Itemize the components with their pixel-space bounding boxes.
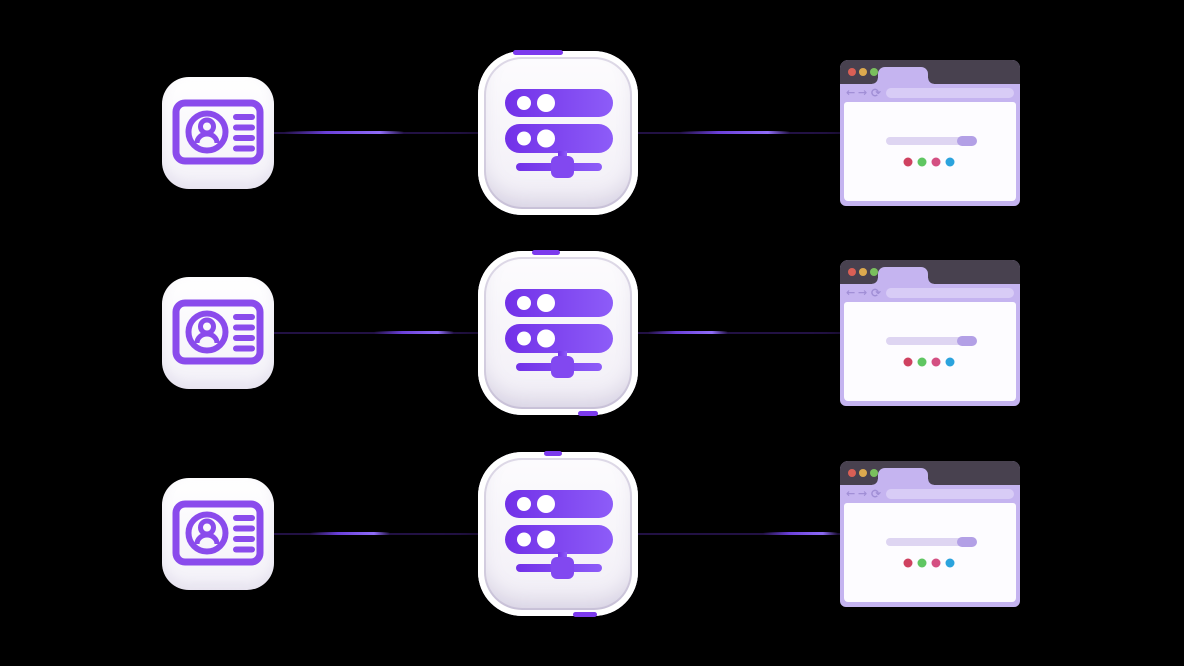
browser-toolbar: ← → ⟳ xyxy=(840,485,1020,503)
back-icon: ← xyxy=(846,487,856,500)
browser-tab xyxy=(872,267,934,284)
id-card-icon xyxy=(172,99,264,165)
flow-row-2: ← → ⟳ xyxy=(0,250,1184,416)
url-bar xyxy=(886,288,1014,298)
id-card-tile xyxy=(162,277,274,389)
link-server-to-browser xyxy=(638,331,840,334)
flow-row-3: ← → ⟳ xyxy=(0,451,1184,617)
forward-icon: → xyxy=(858,86,868,99)
data-pulse xyxy=(310,532,390,535)
border-glow-tick xyxy=(532,250,560,255)
link-card-to-server xyxy=(274,331,478,334)
forward-icon: → xyxy=(858,487,868,500)
browser-content xyxy=(844,503,1016,602)
browser-window: ← → ⟳ xyxy=(840,260,1020,406)
id-card-icon xyxy=(172,500,264,566)
server-icon xyxy=(505,289,613,378)
url-bar xyxy=(886,489,1014,499)
server-icon xyxy=(505,490,613,579)
id-card-icon xyxy=(172,299,264,365)
progress-cap xyxy=(957,135,977,146)
back-icon: ← xyxy=(846,286,856,299)
server-tile xyxy=(478,451,638,617)
browser-titlebar xyxy=(840,461,1020,485)
url-bar xyxy=(886,88,1014,98)
id-card-tile xyxy=(162,478,274,590)
content-dots xyxy=(903,558,955,567)
browser-titlebar xyxy=(840,260,1020,284)
refresh-icon: ⟳ xyxy=(871,487,882,501)
traffic-lights-icon xyxy=(848,68,878,76)
data-pulse xyxy=(374,331,454,334)
browser-tab xyxy=(872,67,934,84)
server-icon xyxy=(505,89,613,178)
progress-bar xyxy=(886,536,977,547)
progress-bar xyxy=(886,335,977,346)
border-glow-tick xyxy=(573,612,597,617)
link-card-to-server xyxy=(274,532,478,535)
link-server-to-browser xyxy=(638,532,840,535)
browser-toolbar: ← → ⟳ xyxy=(840,84,1020,102)
browser-window: ← → ⟳ xyxy=(840,461,1020,607)
progress-cap xyxy=(957,335,977,346)
data-pulse xyxy=(680,131,790,134)
browser-content xyxy=(844,102,1016,201)
browser-titlebar xyxy=(840,60,1020,84)
browser-window: ← → ⟳ xyxy=(840,60,1020,206)
server-tile xyxy=(478,250,638,416)
border-glow-tick xyxy=(578,411,598,416)
content-dots xyxy=(903,157,955,166)
forward-icon: → xyxy=(858,286,868,299)
browser-content xyxy=(844,302,1016,401)
server-tile xyxy=(478,50,638,215)
link-server-to-browser xyxy=(638,131,840,134)
refresh-icon: ⟳ xyxy=(871,286,882,300)
border-glow-tick xyxy=(513,50,563,55)
back-icon: ← xyxy=(846,86,856,99)
link-card-to-server xyxy=(274,131,478,134)
id-card-tile xyxy=(162,77,274,189)
data-pulse xyxy=(763,532,838,535)
browser-tab xyxy=(872,468,934,485)
progress-bar xyxy=(886,135,977,146)
refresh-icon: ⟳ xyxy=(871,86,882,100)
traffic-lights-icon xyxy=(848,268,878,276)
flow-row-1: ← → ⟳ xyxy=(0,50,1184,215)
data-pulse xyxy=(284,131,404,134)
border-glow-tick xyxy=(544,451,562,456)
progress-cap xyxy=(957,536,977,547)
traffic-lights-icon xyxy=(848,469,878,477)
browser-toolbar: ← → ⟳ xyxy=(840,284,1020,302)
content-dots xyxy=(903,357,955,366)
data-pulse xyxy=(648,331,728,334)
